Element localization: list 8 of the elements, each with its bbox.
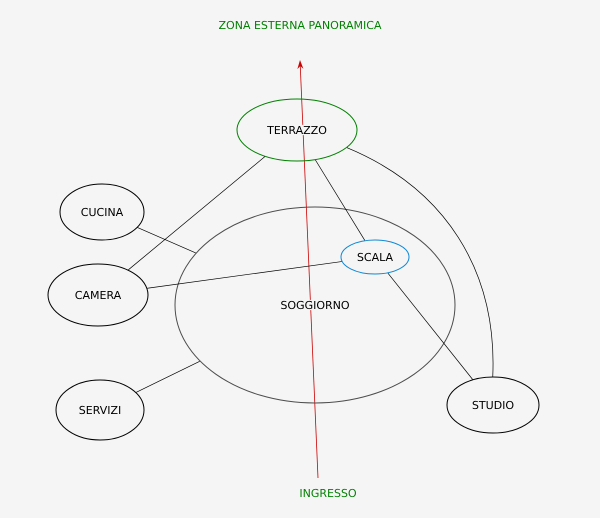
connector-line bbox=[137, 227, 196, 254]
connector-line bbox=[346, 147, 494, 377]
connector-line bbox=[146, 261, 342, 289]
connector-line bbox=[136, 360, 200, 393]
connector-line bbox=[128, 156, 266, 270]
connector-line bbox=[315, 160, 366, 241]
connector-line bbox=[388, 272, 473, 380]
zone-label: ZONA ESTERNA PANORAMICA bbox=[218, 20, 382, 30]
